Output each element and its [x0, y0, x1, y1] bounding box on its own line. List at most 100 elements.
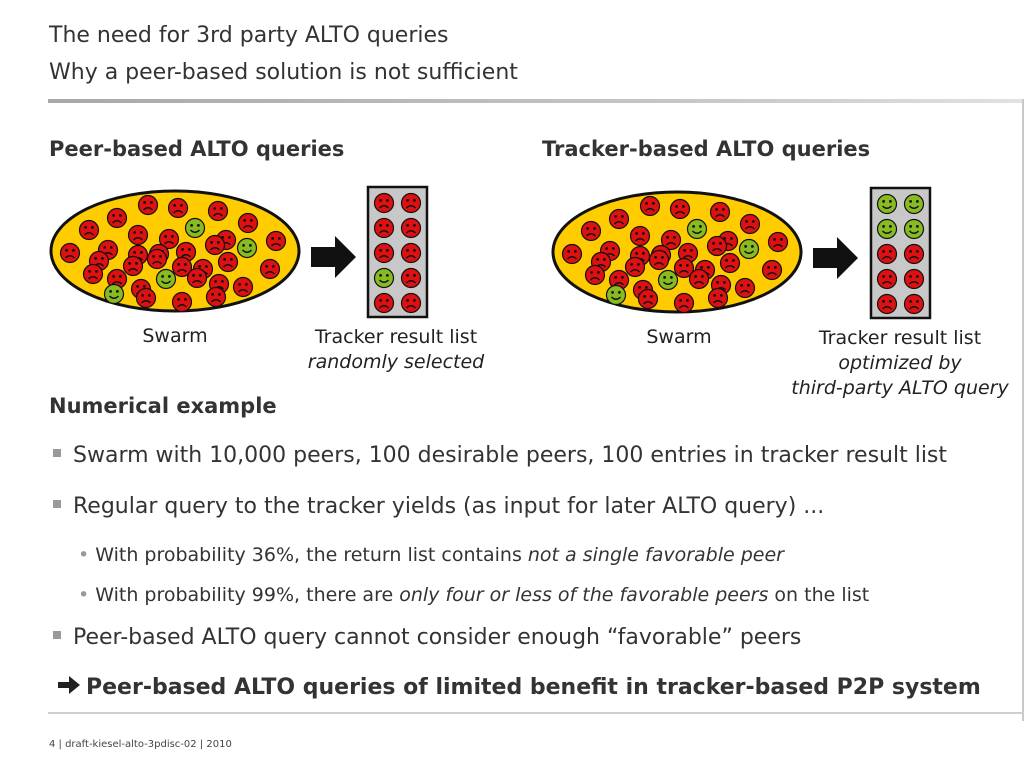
frowning-face-icon — [739, 213, 761, 235]
frowning-face-icon — [186, 267, 208, 289]
frowning-face-icon — [673, 257, 695, 279]
frowning-face-icon — [673, 292, 695, 314]
smiling-face-icon — [155, 268, 177, 290]
right-list-caption-line1: Tracker result list — [818, 327, 982, 349]
right-swarm-label: Swarm — [646, 326, 712, 348]
frowning-face-icon — [709, 201, 731, 223]
frowning-face-icon — [580, 220, 602, 242]
square-bullet-icon — [53, 631, 61, 639]
sub-bullet-emph: not a single favorable peer — [527, 544, 784, 566]
right-edge-divider — [1022, 99, 1024, 721]
right-list-caption-emph2: optimized by — [838, 352, 962, 374]
left-panel-heading: Peer-based ALTO queries — [49, 137, 345, 161]
bullet-item: Swarm with 10,000 peers, 100 desirable p… — [53, 443, 947, 468]
frowning-face-icon — [137, 194, 159, 216]
frowning-face-icon — [158, 228, 180, 250]
smiling-face-icon — [903, 218, 925, 240]
smiling-face-icon — [373, 267, 395, 289]
frowning-face-icon — [400, 192, 422, 214]
left-list-caption-line1: Tracker result list — [314, 326, 478, 348]
frowning-face-icon — [127, 224, 149, 246]
conclusion-text: Peer-based ALTO queries of limited benef… — [86, 675, 981, 700]
sub-bullet-text: With probability 36%, the return list co… — [95, 544, 528, 566]
left-arrow-icon — [311, 236, 356, 278]
sub-bullet-item: •With probability 36%, the return list c… — [78, 544, 784, 566]
frowning-face-icon — [719, 252, 741, 274]
smiling-face-icon — [103, 283, 125, 305]
left-list-caption-emph: randomly selected — [307, 351, 485, 373]
sub-bullet-emph: only four or less of the favorable peers — [399, 584, 769, 606]
numerical-heading: Numerical example — [49, 394, 277, 418]
square-bullet-icon — [53, 449, 61, 457]
frowning-face-icon — [204, 234, 226, 256]
frowning-face-icon — [122, 255, 144, 277]
sub-bullet-text: With probability 99%, there are — [95, 584, 400, 606]
frowning-face-icon — [608, 269, 630, 291]
frowning-face-icon — [171, 256, 193, 278]
smiling-face-icon — [903, 193, 925, 215]
bold-right-arrow-icon — [58, 675, 80, 700]
frowning-face-icon — [876, 243, 898, 265]
right-swarm-faces — [561, 195, 789, 314]
dot-bullet-icon: • — [78, 544, 90, 566]
smiling-face-icon — [657, 269, 679, 291]
frowning-face-icon — [207, 200, 229, 222]
sub-bullet-suffix: on the list — [768, 584, 870, 606]
frowning-face-icon — [373, 242, 395, 264]
frowning-face-icon — [637, 288, 659, 310]
square-bullet-icon — [53, 500, 61, 508]
frowning-face-icon — [660, 229, 682, 251]
bullet-text: Swarm with 10,000 peers, 100 desirable p… — [73, 443, 948, 468]
frowning-face-icon — [205, 286, 227, 308]
frowning-face-icon — [624, 256, 646, 278]
bullet-text: Regular query to the tracker yields (as … — [73, 494, 825, 519]
smiling-face-icon — [686, 218, 708, 240]
frowning-face-icon — [135, 287, 157, 309]
frowning-face-icon — [59, 242, 81, 264]
smiling-face-icon — [876, 193, 898, 215]
frowning-face-icon — [78, 219, 100, 241]
frowning-face-icon — [400, 242, 422, 264]
frowning-face-icon — [734, 277, 756, 299]
swarm-diagram — [49, 185, 932, 320]
frowning-face-icon — [767, 231, 789, 253]
slide-title: The need for 3rd party ALTO queries — [49, 23, 449, 48]
footer-divider — [48, 712, 1024, 714]
left-list-caption-line2: randomly selected — [286, 350, 506, 375]
right-list-caption-line3: third-party ALTO query — [778, 376, 1022, 401]
left-swarm-label: Swarm — [142, 325, 208, 347]
frowning-face-icon — [707, 287, 729, 309]
right-arrow-icon — [813, 237, 858, 279]
frowning-face-icon — [265, 230, 287, 252]
smiling-face-icon — [236, 237, 258, 259]
bullet-item: Peer-based ALTO query cannot consider en… — [53, 625, 801, 650]
frowning-face-icon — [146, 248, 168, 270]
footer-text: 4 | draft-kiesel-alto-3pdisc-02 | 2010 — [49, 739, 232, 750]
frowning-face-icon — [561, 243, 583, 265]
left-list-caption: Tracker result list randomly selected — [286, 325, 506, 375]
frowning-face-icon — [167, 197, 189, 219]
right-tracker-list — [869, 186, 932, 320]
frowning-face-icon — [629, 225, 651, 247]
frowning-face-icon — [373, 192, 395, 214]
conclusion-line: Peer-based ALTO queries of limited benef… — [58, 675, 981, 700]
frowning-face-icon — [761, 259, 783, 281]
frowning-face-icon — [259, 258, 281, 280]
sub-bullet-item: •With probability 99%, there are only fo… — [78, 584, 869, 606]
frowning-face-icon — [903, 268, 925, 290]
frowning-face-icon — [876, 268, 898, 290]
right-swarm — [551, 190, 803, 314]
frowning-face-icon — [584, 264, 606, 286]
frowning-face-icon — [669, 198, 691, 220]
dot-bullet-icon: • — [78, 584, 90, 606]
frowning-face-icon — [232, 276, 254, 298]
frowning-face-icon — [639, 195, 661, 217]
frowning-face-icon — [373, 217, 395, 239]
frowning-face-icon — [217, 251, 239, 273]
frowning-face-icon — [608, 208, 630, 230]
smiling-face-icon — [605, 284, 627, 306]
left-list-faces — [373, 192, 422, 314]
title-divider — [48, 99, 1024, 103]
right-list-caption-emph3: third-party ALTO query — [791, 377, 1009, 399]
right-list-caption: Tracker result list optimized by third-p… — [778, 326, 1022, 401]
